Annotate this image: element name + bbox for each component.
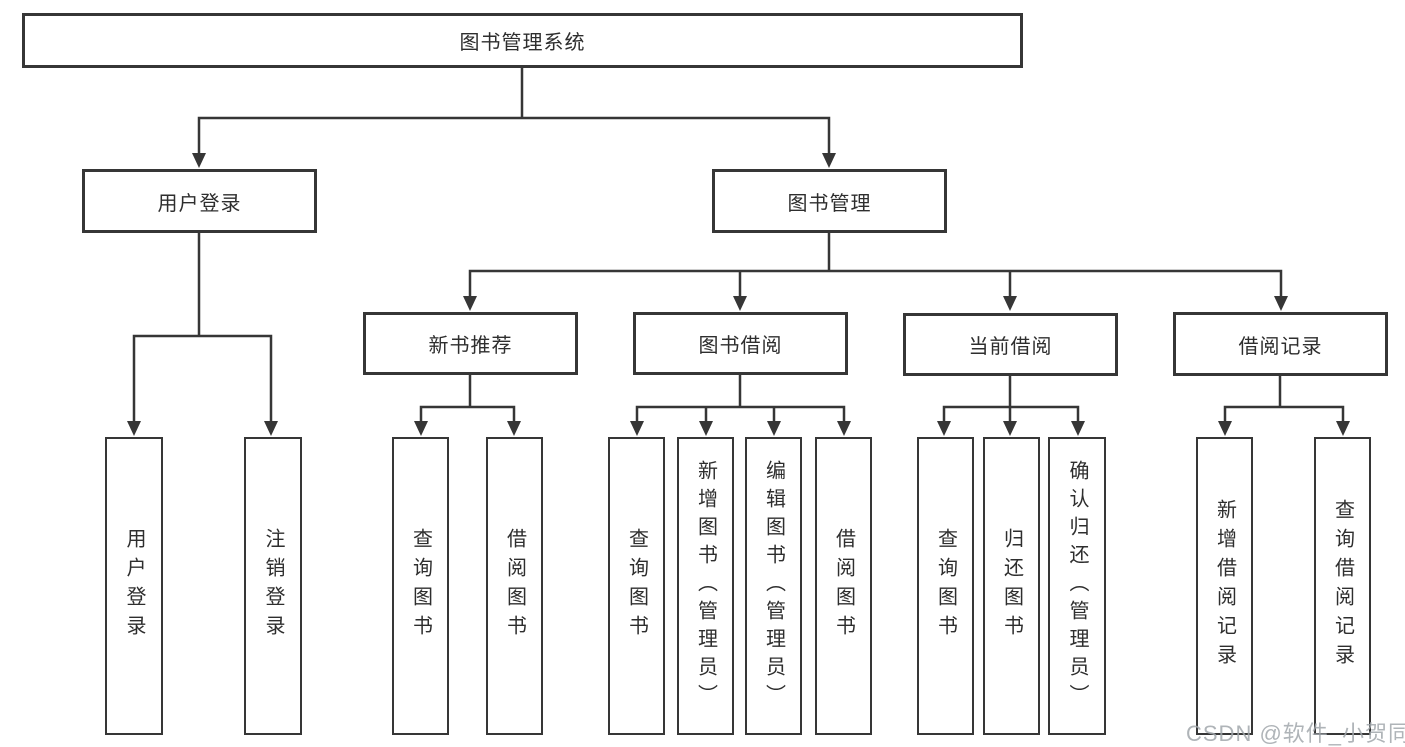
arrowhead xyxy=(192,153,836,168)
leaf-label: 归还图书 xyxy=(1000,528,1023,644)
node-borrowing-records: 借阅记录 xyxy=(1173,312,1388,376)
leaf-label: 新增图书（管理员） xyxy=(694,460,717,712)
leaf-confirm-return-admin: 确认归还（管理员） xyxy=(1048,437,1106,735)
connector-book-management xyxy=(468,231,1283,297)
node-label: 用户登录 xyxy=(157,192,242,215)
leaf-label: 借阅图书 xyxy=(832,528,855,644)
arrowhead xyxy=(414,421,521,436)
arrowhead xyxy=(127,421,278,436)
leaf-label: 借阅图书 xyxy=(503,528,526,644)
connector-borrowing-records xyxy=(1223,374,1345,422)
node-label: 图书借阅 xyxy=(698,335,783,357)
node-new-book-recommend: 新书推荐 xyxy=(363,312,578,375)
node-current-borrowing: 当前借阅 xyxy=(903,313,1118,376)
node-label: 借阅记录 xyxy=(1238,335,1323,358)
node-label: 当前借阅 xyxy=(968,336,1053,358)
leaf-add-borrow-record: 新增借阅记录 xyxy=(1196,437,1253,735)
leaf-borrow-books-borrowing: 借阅图书 xyxy=(815,437,872,735)
leaf-edit-books-admin: 编辑图书（管理员） xyxy=(745,437,802,735)
leaf-label: 查询图书 xyxy=(625,528,648,644)
connector-current-borrowing xyxy=(942,374,1080,422)
csdn-watermark: CSDN @软件_小贺同学 xyxy=(1186,721,1405,746)
connector-user-login xyxy=(132,230,273,422)
leaf-label: 新增借阅记录 xyxy=(1213,499,1236,673)
node-label: 图书管理 xyxy=(787,192,872,215)
leaf-query-borrow-record: 查询借阅记录 xyxy=(1314,437,1371,735)
node-book-borrowing: 图书借阅 xyxy=(633,312,848,375)
arrowhead xyxy=(630,421,851,436)
leaf-user-login: 用户登录 xyxy=(105,437,163,735)
node-label: 图书管理系统 xyxy=(459,32,586,54)
leaf-label: 确认归还（管理员） xyxy=(1066,460,1088,712)
connector-book-borrowing xyxy=(635,372,846,422)
node-label: 新书推荐 xyxy=(428,335,513,357)
arrowhead xyxy=(937,421,1085,436)
node-user-login: 用户登录 xyxy=(82,169,317,233)
leaf-return-books: 归还图书 xyxy=(983,437,1040,735)
arrowhead xyxy=(1218,421,1350,436)
leaf-add-books-admin: 新增图书（管理员） xyxy=(677,437,734,735)
leaf-query-books-current: 查询图书 xyxy=(917,437,974,735)
node-book-management: 图书管理 xyxy=(712,169,947,233)
leaf-label: 注销登录 xyxy=(262,528,284,644)
connector-root xyxy=(197,66,831,154)
leaf-logout: 注销登录 xyxy=(244,437,302,735)
node-library-management-system: 图书管理系统 xyxy=(22,13,1023,68)
leaf-label: 用户登录 xyxy=(123,528,145,644)
leaf-query-books-recommend: 查询图书 xyxy=(392,437,449,735)
leaf-label: 编辑图书（管理员） xyxy=(762,460,785,712)
leaf-label: 查询图书 xyxy=(934,528,957,644)
leaf-query-books-borrowing: 查询图书 xyxy=(608,437,665,735)
leaf-borrow-books-recommend: 借阅图书 xyxy=(486,437,543,735)
connector-new-book-recommend xyxy=(419,373,516,422)
arrowhead xyxy=(463,296,1288,311)
leaf-label: 查询图书 xyxy=(409,528,432,644)
leaf-label: 查询借阅记录 xyxy=(1331,499,1354,673)
